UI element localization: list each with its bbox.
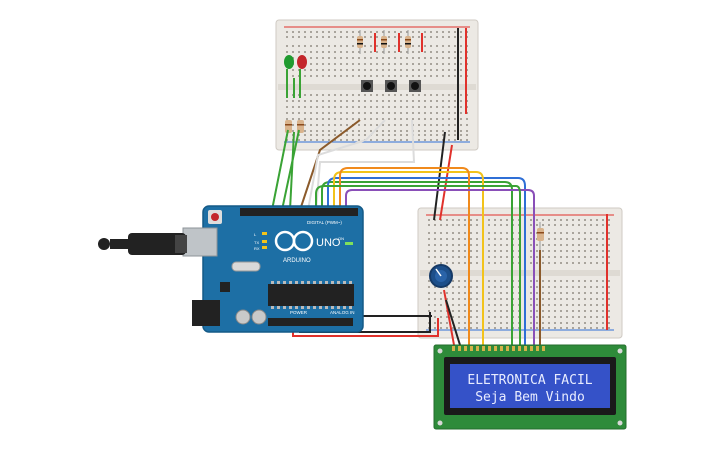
push-button-3[interactable]	[409, 80, 421, 92]
atmega-chip	[268, 284, 354, 306]
svg-text:RX: RX	[254, 246, 260, 251]
resistor-top-3	[405, 30, 411, 54]
svg-text:TX: TX	[254, 240, 259, 245]
analog-label: ANALOG IN	[330, 310, 355, 315]
svg-text:L: L	[254, 232, 257, 237]
digital-header	[240, 208, 358, 216]
lcd-16x2[interactable]: ELETRONICA FACIL Seja Bem Vindo	[433, 344, 627, 430]
resistor-led-1	[285, 120, 292, 133]
usb-port	[182, 227, 218, 257]
lcd-line-2: Seja Bem Vindo	[475, 390, 585, 405]
lcd-screen	[450, 364, 610, 408]
resistor-side	[537, 222, 544, 250]
arduino-uno-board[interactable]: ARDUINO UNO DIGITAL (PWM~) ANALOG IN POW…	[182, 205, 364, 333]
usb-cable	[98, 233, 187, 255]
reset-button[interactable]	[208, 210, 222, 224]
arduino-logo: ARDUINO UNO	[274, 230, 341, 264]
push-button-1[interactable]	[361, 80, 373, 92]
power-label: POWER	[290, 310, 308, 315]
resistor-top-1	[357, 30, 363, 54]
power-analog-header	[268, 318, 353, 326]
led-green[interactable]	[284, 55, 294, 98]
top-red-jumpers	[374, 28, 467, 140]
resistor-top-2	[381, 30, 387, 54]
resistor-led-2	[297, 120, 304, 133]
svg-text:UNO: UNO	[316, 237, 341, 249]
top-resistors	[285, 30, 411, 133]
potentiometer[interactable]	[429, 264, 453, 288]
led-red[interactable]	[297, 55, 307, 98]
jumper-wires	[271, 119, 541, 346]
lcd-line-1: ELETRONICA FACIL	[467, 373, 592, 388]
svg-text:ARDUINO: ARDUINO	[283, 258, 311, 264]
svg-text:ON: ON	[338, 236, 344, 241]
digital-label: DIGITAL (PWM~)	[307, 220, 342, 225]
power-jack	[192, 300, 220, 326]
push-button-2[interactable]	[385, 80, 397, 92]
top-breadboard[interactable]	[275, 19, 479, 151]
